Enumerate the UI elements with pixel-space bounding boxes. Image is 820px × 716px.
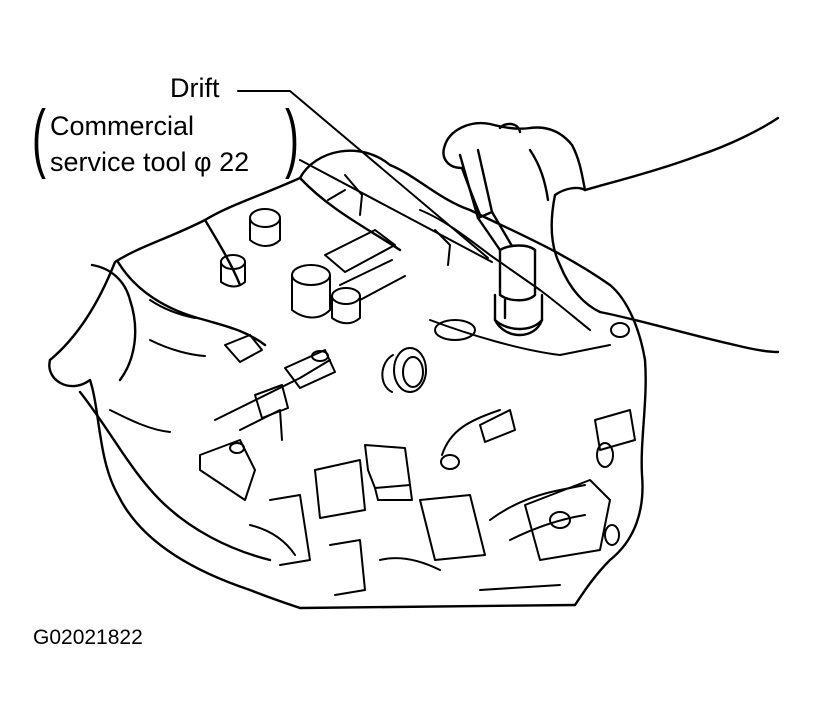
transaxle-case-outline [48,149,647,610]
valve-body-details [109,174,636,596]
right-parenthesis: ) [285,95,299,180]
drift-label: Drift [170,73,220,103]
figure-id: G02021822 [33,626,143,649]
leader-lines [237,90,493,263]
hand-and-arm [442,116,780,354]
service-tool-label: service tool φ 22 [50,147,250,177]
commercial-label: Commercial [50,111,195,141]
left-parenthesis: ( [32,95,46,180]
